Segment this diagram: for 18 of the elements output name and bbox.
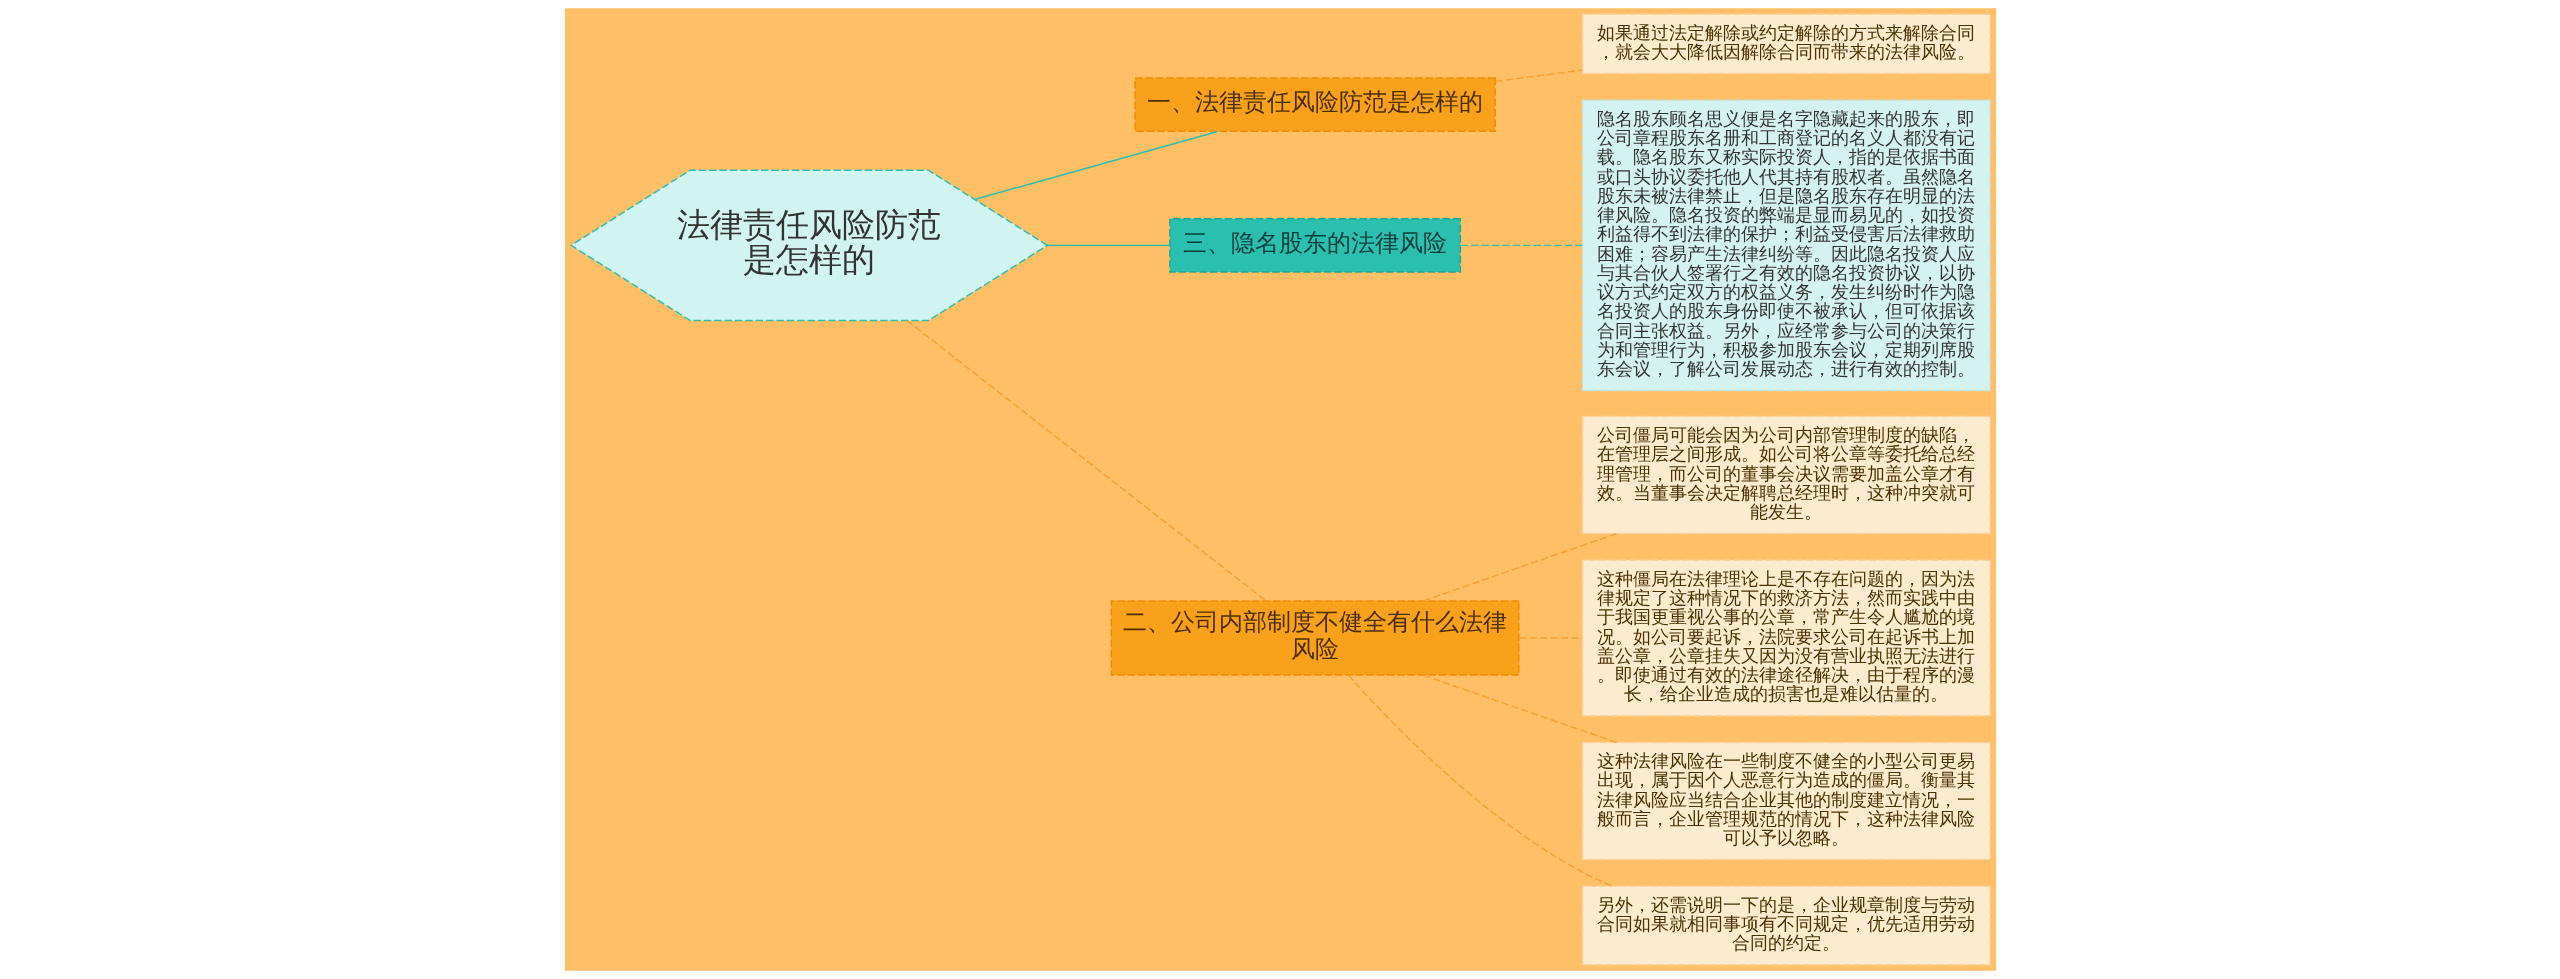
node-box: 公司僵局可能会因为公司内部管理制度的缺陷，在管理层之间形成。如公司将公章等委托给总经理管理，而公司的董事会决议需要加盖公章才有效。当董事会决定解聘总经理时，这种冲突就可能发生。 [1581,415,1991,535]
node-box: 隐名股东顾名思义便是名字隐藏起来的股东，即公司章程股东名册和工商登记的名义人都没有记载。隐名股东又称实际投资人，指的是依据书面或口头协议委托他人代其持有股权者。虽然隐名股东未被法律禁止，但是隐名股东存在明显的法律风险。隐名投资的弊端是显而易见的，如投资利益得不到法律的保护；利益受侵害后法律救助困难；容易产生法律纠纷等。因此隐名投资人应与其合伙人签署行之有效的隐名投资协议，以协议方式约定双方的权益义务，发生纠纷时作为隐名投资人的股东身份即使不被承认，但可依据该合同主张权益。另外，应经常参与公司的决策行为和管理行为，积极参加股东会议，定期列席股东会议，了解公司发展动态，进行有效的控制。 [1581,99,1991,392]
node-box: 一、法律责任风险防范是怎样的 [1133,77,1496,132]
node-box: 二、公司内部制度不健全有什么法律风险 [1110,600,1520,676]
node-box: 这种僵局在法律理论上是不存在问题的，因为法律规定了这种情况下的救济方法，然而实践中由于我国更重视公事的公章，常产生令人尴尬的境况。如公司要起诉，法院要求公司在起诉书上加盖公章，公章挂失又因为没有营业执照无法进行。即使通过有效的法律途径解决，由于程序的漫长，给企业造成的损害也是难以估量的。 [1581,559,1991,717]
connector [1347,674,1613,887]
connector [1422,674,1617,744]
connector [1422,532,1617,602]
connector [1459,244,1583,247]
node-box: 如果通过法定解除或约定解除的方式来解除合同，就会大大降低因解除合同而带来的法律风险。 [1581,13,1991,75]
connector [974,130,1218,200]
connector [1518,637,1583,639]
connector [1046,244,1171,247]
node-box: 这种法律风险在一些制度不健全的小型公司更易出现，属于因个人恶意行为造成的僵局。衡量其法律风险应当结合企业其他的制度建立情况，一般而言，企业管理规范的情况下，这种法律风险可以予以忽略。 [1581,741,1991,861]
connector [1494,69,1583,83]
node-box: 三、隐名股东的法律风险 [1168,217,1461,273]
connector [905,319,1267,602]
node-box: 另外，还需说明一下的是，企业规章制度与劳动合同如果就相同事项有不同规定，优先适用劳动合同的约定。 [1581,885,1991,966]
